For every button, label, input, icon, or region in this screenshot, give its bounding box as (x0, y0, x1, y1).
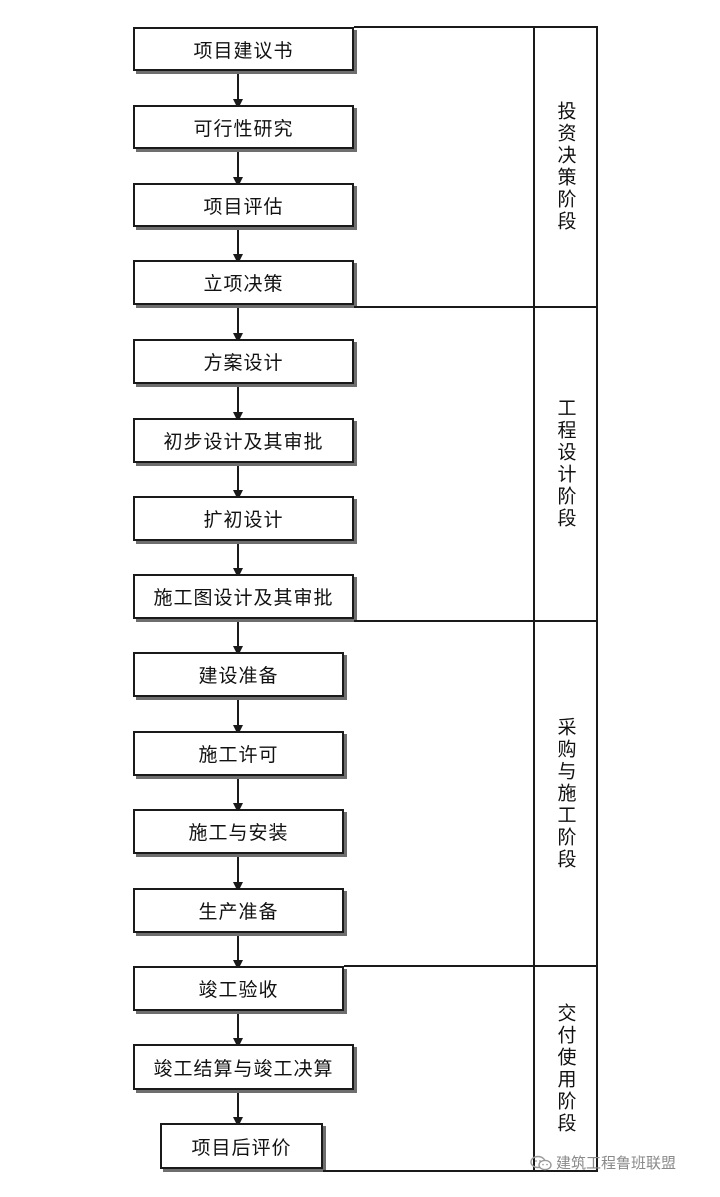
wechat-icon (530, 1155, 552, 1170)
watermark: 建筑工程鲁班联盟 (530, 1152, 676, 1173)
step-scheme-design: 方案设计 (133, 339, 354, 384)
phase-line-top (354, 26, 598, 28)
phase-label-procurement-construction: 采购与施工阶段 (554, 716, 577, 871)
step-final-accounts: 竣工结算与竣工决算 (133, 1044, 354, 1090)
step-construction-permit: 施工许可 (133, 731, 344, 776)
step-production-preparation: 生产准备 (133, 888, 344, 933)
step-construction-preparation: 建设准备 (133, 652, 344, 697)
step-project-evaluation: 项目评估 (133, 183, 354, 227)
phase-column-left-border (533, 26, 535, 1172)
watermark-text: 建筑工程鲁班联盟 (556, 1154, 677, 1172)
step-project-proposal: 项目建议书 (133, 27, 354, 71)
step-construction-drawing-design: 施工图设计及其审批 (133, 574, 354, 619)
phase-label-delivery-use: 交付使用阶段 (554, 1002, 577, 1135)
phase-line-divider-2 (354, 620, 598, 622)
phase-label-investment-decision: 投资决策阶段 (554, 101, 577, 233)
phase-line-bottom (323, 1170, 598, 1172)
step-project-approval: 立项决策 (133, 260, 354, 305)
step-extended-preliminary-design: 扩初设计 (133, 496, 354, 541)
step-feasibility-study: 可行性研究 (133, 105, 354, 149)
step-preliminary-design: 初步设计及其审批 (133, 418, 354, 463)
phase-line-divider-3 (344, 965, 598, 967)
phase-column-right-border (596, 26, 598, 1172)
phase-label-engineering-design: 工程设计阶段 (554, 398, 577, 530)
phase-line-divider-1 (354, 306, 598, 308)
step-completion-acceptance: 竣工验收 (133, 966, 344, 1011)
step-construction-installation: 施工与安装 (133, 809, 344, 854)
step-post-evaluation: 项目后评价 (160, 1123, 323, 1169)
